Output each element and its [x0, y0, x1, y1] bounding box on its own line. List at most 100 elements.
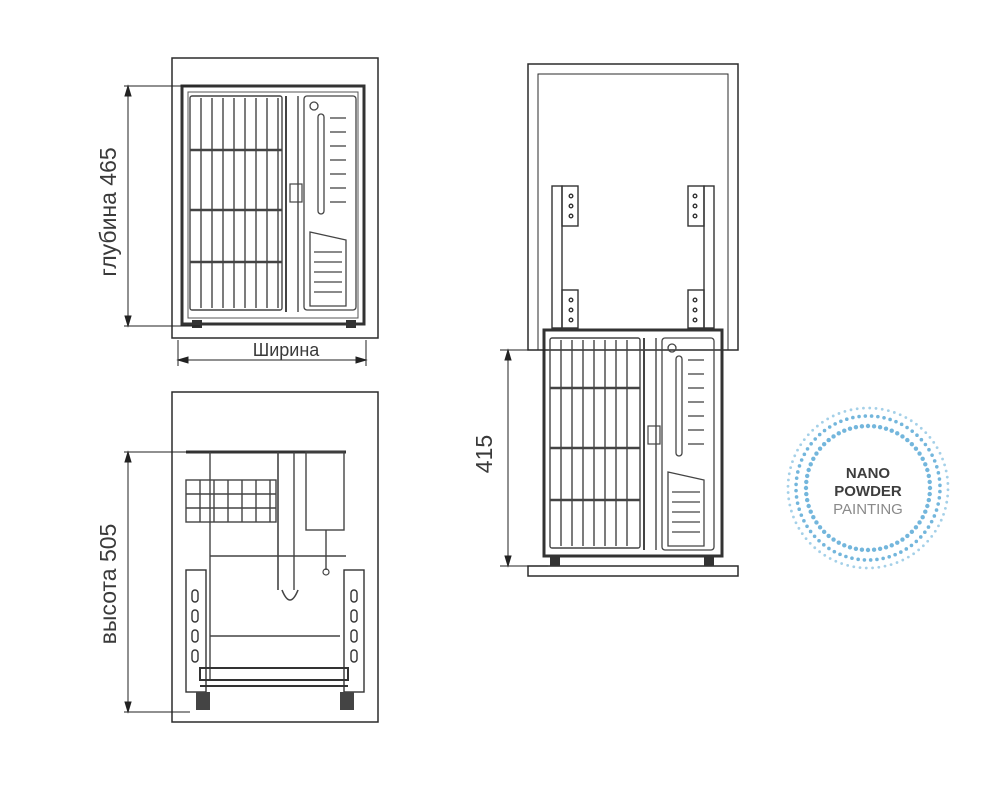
width-label: Ширина — [253, 340, 321, 360]
logo-dot — [877, 546, 883, 552]
top-view-cabinet — [171, 57, 379, 339]
logo-dot — [876, 414, 880, 419]
logo-dot — [905, 425, 909, 430]
logo-dot — [806, 503, 811, 509]
logo-dot — [924, 431, 928, 435]
logo-dot — [808, 541, 812, 545]
front-view-upper-basket — [185, 479, 277, 523]
logo-dot — [787, 478, 790, 482]
logo-dot — [826, 533, 831, 539]
logo-dot — [797, 526, 801, 530]
logo-dot — [804, 473, 810, 479]
logo-dot — [836, 540, 841, 545]
logo-dot — [921, 544, 925, 548]
logo-dot — [832, 549, 837, 554]
open-height-label: 415 — [471, 435, 497, 473]
logo-dot — [799, 458, 804, 462]
logo-dot — [887, 555, 892, 559]
logo-dot — [862, 558, 867, 562]
logo-dot — [847, 426, 853, 431]
logo-dot — [912, 552, 916, 556]
logo-dot — [917, 451, 922, 456]
logo-dot — [859, 547, 865, 552]
logo-dot — [865, 423, 871, 429]
logo-dot — [817, 538, 821, 543]
logo-dot — [925, 503, 930, 509]
logo-dot — [811, 515, 816, 520]
logo-dot — [883, 545, 889, 550]
logo-dot — [797, 507, 801, 512]
logo-dot — [869, 414, 874, 418]
logo-dot — [939, 518, 943, 522]
logo-dot — [809, 442, 813, 446]
logo-dot — [871, 566, 874, 570]
logo-dot — [842, 543, 847, 548]
logo-dot — [943, 463, 946, 467]
logo-dot — [794, 495, 799, 499]
logo-dot — [925, 467, 930, 473]
logo-dot — [852, 565, 856, 569]
open-view-left-rail — [551, 185, 579, 329]
logo-dot — [806, 433, 810, 437]
logo-dot — [814, 520, 819, 525]
logo-dot — [904, 416, 908, 419]
logo-dot — [919, 437, 924, 442]
logo-dot — [923, 530, 927, 534]
logo-dot — [898, 413, 902, 417]
logo-dot — [804, 537, 808, 541]
logo-dot — [926, 497, 932, 503]
logo-dot — [823, 553, 827, 557]
logo-dot — [883, 426, 889, 431]
logo-dot — [913, 525, 919, 530]
logo-dot — [917, 548, 921, 552]
logo-dot — [937, 496, 942, 500]
logo-dot — [833, 422, 837, 426]
logo-dot — [789, 466, 793, 470]
logo-dot — [794, 476, 799, 480]
logo-dot — [905, 437, 910, 443]
logo-dot — [794, 521, 798, 525]
logo-dot — [914, 539, 919, 544]
logo-dot — [926, 525, 931, 529]
logo-dot — [946, 488, 950, 492]
logo-dot — [936, 502, 940, 506]
logo-dot — [846, 563, 850, 567]
logo-dot — [799, 443, 803, 447]
logo-dot — [849, 408, 853, 412]
logo-dot — [915, 433, 919, 438]
logo-dot — [865, 547, 871, 553]
logo-dot — [808, 509, 813, 514]
logo-dot — [817, 432, 822, 437]
logo-dot — [857, 414, 861, 419]
logo-dot — [851, 415, 855, 420]
logo-dot — [786, 491, 790, 494]
logo-dot — [858, 566, 862, 569]
logo-dot — [831, 414, 835, 418]
logo-dot — [826, 437, 831, 443]
logo-dot — [853, 546, 859, 552]
logo-dot — [815, 424, 819, 428]
logo-dot — [802, 452, 807, 457]
logo-dot — [800, 532, 804, 536]
logo-dot — [906, 555, 910, 559]
logo-dot — [936, 471, 941, 475]
open-view-right-organizer — [661, 337, 715, 551]
logo-dot — [938, 451, 942, 455]
logo-dot — [808, 462, 813, 467]
open-view-right-rail — [687, 185, 715, 329]
logo-dot — [822, 428, 827, 433]
logo-dot — [836, 431, 841, 436]
logo-dot — [797, 464, 802, 468]
logo-dot — [923, 509, 928, 514]
logo-dot — [864, 566, 868, 570]
logo-dot — [808, 529, 813, 534]
logo-dot — [795, 501, 800, 505]
logo-dot — [850, 556, 854, 560]
logo-dot — [944, 469, 948, 473]
logo-dot — [905, 533, 910, 539]
logo-dot — [831, 434, 836, 439]
logo-dot — [871, 424, 877, 429]
logo-dot — [946, 482, 950, 485]
logo-dot — [942, 512, 945, 516]
